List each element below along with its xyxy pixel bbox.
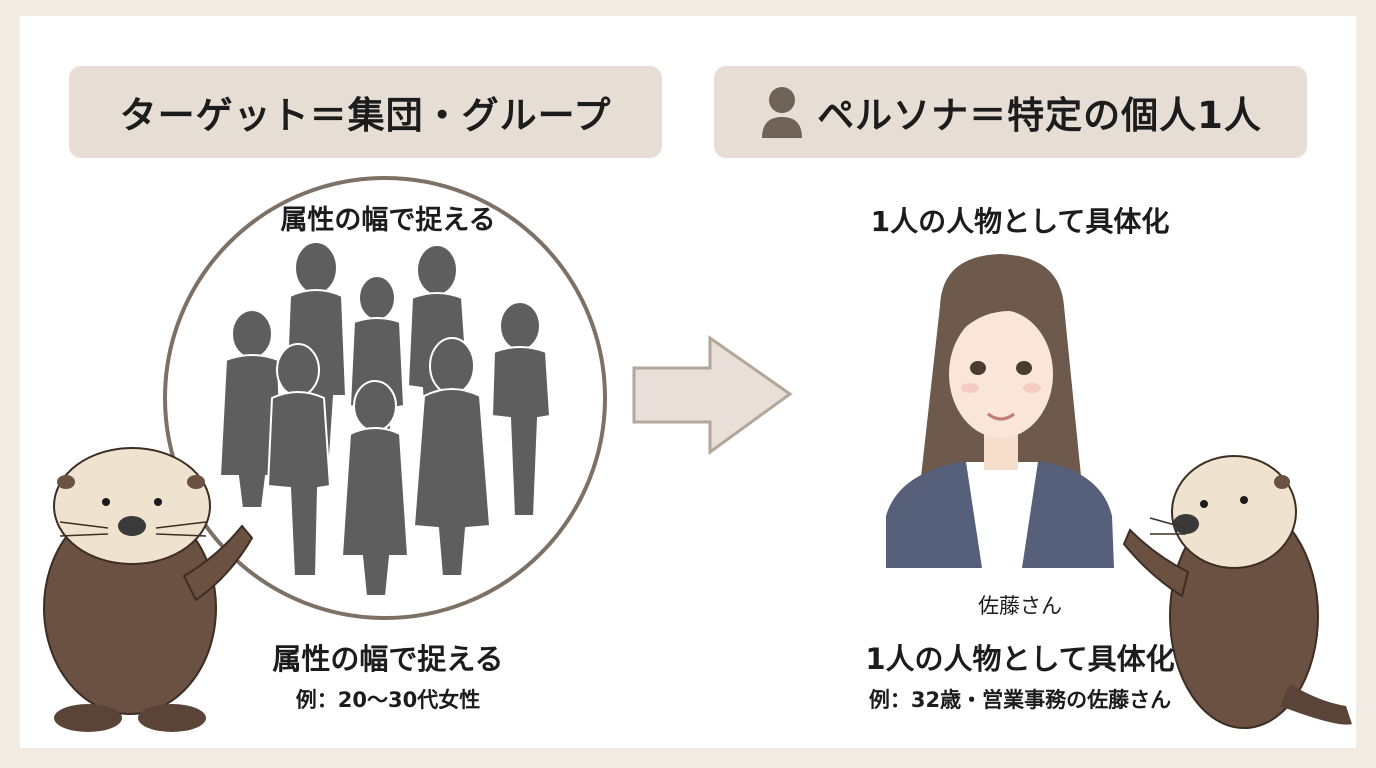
right-arrow-icon xyxy=(632,335,793,455)
silhouette-woman-7 xyxy=(412,337,492,577)
persona-caption-top: 1人の人物として具体化 xyxy=(870,205,1170,238)
sea-otter-icon xyxy=(1122,455,1352,729)
target-header-text: ターゲット＝集団・グループ xyxy=(119,94,612,137)
persona-header-text: ペルソナ＝特定の個人1人 xyxy=(817,94,1262,137)
silhouette-woman-8 xyxy=(340,380,410,597)
graphics-layer xyxy=(43,176,1352,732)
persona-header: ペルソナ＝特定の個人1人 xyxy=(714,66,1307,158)
silhouette-woman-4 xyxy=(218,309,284,509)
target-caption-bottom: 属性の幅で捉える xyxy=(272,642,504,676)
sea-otter-icon xyxy=(43,447,254,732)
target-example: 例：20〜30代女性 xyxy=(295,688,481,712)
silhouette-woman-1 xyxy=(284,241,348,487)
silhouette-woman-6 xyxy=(266,343,332,577)
target-header: ターゲット＝集団・グループ xyxy=(69,66,662,158)
persona-name: 佐藤さん xyxy=(978,594,1062,618)
diagram-card: ターゲット＝集団・グループ ペルソナ＝特定の個人1人 xyxy=(20,16,1356,748)
person-icon xyxy=(762,87,803,138)
silhouette-woman-5 xyxy=(490,301,552,517)
persona-example: 例：32歳・営業事務の佐藤さん xyxy=(868,688,1172,712)
group-silhouettes xyxy=(218,241,552,597)
persona-portrait xyxy=(886,254,1114,568)
target-caption-top: 属性の幅で捉える xyxy=(280,205,496,236)
persona-caption-bottom: 1人の人物として具体化 xyxy=(865,642,1175,676)
